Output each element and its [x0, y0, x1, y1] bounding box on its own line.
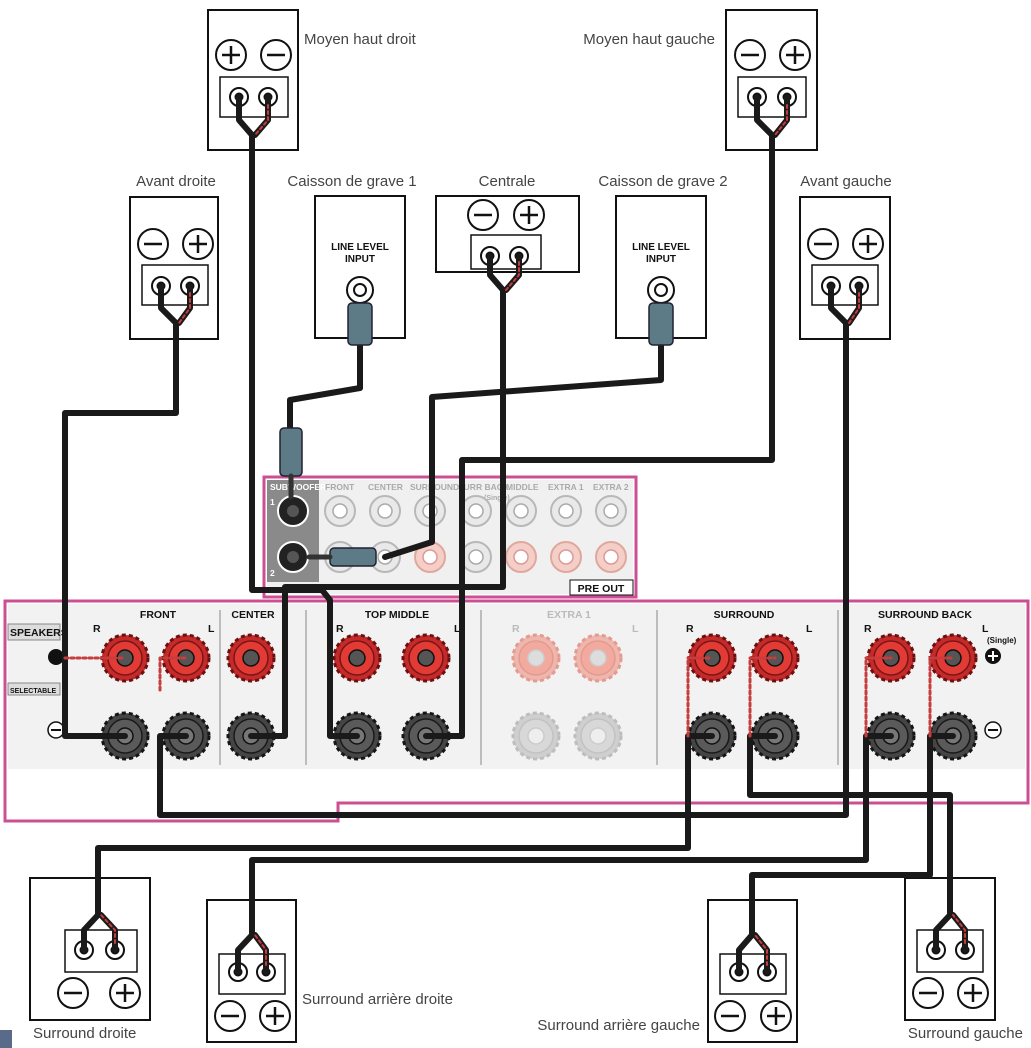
speaker-top-middle-left	[725, 9, 818, 151]
preout-surrback-label: SURR BACK	[458, 482, 510, 492]
front-r-label: R	[93, 623, 101, 635]
preout-subwoofer-label: SUBWOOFER	[270, 482, 326, 492]
sb-single-label: (Single)	[987, 636, 1017, 645]
section-surround-back: SURROUND BACK	[878, 609, 972, 621]
preout-single-label: (Single)	[484, 495, 510, 502]
section-center: CENTER	[231, 609, 275, 621]
label-front-right: Avant droite	[136, 173, 216, 190]
speakers-tag: SPEAKERS	[10, 627, 68, 639]
speaker-cables	[62, 94, 968, 975]
label-center: Centrale	[479, 173, 536, 190]
section-front: FRONT	[140, 609, 177, 621]
preout-extra2-label: EXTRA 2	[593, 482, 629, 492]
surr-l-label: L	[806, 623, 813, 635]
preout-sub-num-1: 1	[270, 497, 275, 507]
extra1-l-label: L	[632, 623, 639, 635]
selectable-tag: SELECTABLE	[10, 688, 56, 695]
tm-r-label: R	[336, 623, 344, 635]
sb-r-label: R	[864, 623, 872, 635]
preout-panel: SUBWOOFER FRONT CENTER SURROUND SURR BAC…	[262, 475, 638, 599]
tm-l-label: L	[454, 623, 461, 635]
front-l-label: L	[208, 623, 215, 635]
preout-title: PRE OUT	[578, 583, 625, 595]
speaker-surround-right	[29, 877, 151, 1021]
label-surround-back-left: Surround arrière gauche	[537, 1017, 700, 1034]
section-surround: SURROUND	[714, 609, 775, 621]
section-top-middle: TOP MIDDLE	[365, 609, 429, 621]
label-top-middle-right: Moyen haut droit	[304, 31, 417, 48]
sub2-input-line1: LINE LEVEL	[632, 242, 690, 253]
label-subwoofer-1: Caisson de grave 1	[287, 173, 416, 190]
preout-sub-num-2: 2	[270, 568, 275, 578]
extra1-r-label: R	[512, 623, 520, 635]
preout-extra1-label: EXTRA 1	[548, 482, 584, 492]
label-subwoofer-2: Caisson de grave 2	[598, 173, 727, 190]
sb-l-label: L	[982, 623, 989, 635]
preout-center-label: CENTER	[368, 482, 403, 492]
label-surround-left: Surround gauche	[908, 1025, 1023, 1042]
page-tab-marker	[0, 1030, 12, 1048]
label-front-left: Avant gauche	[800, 173, 891, 190]
label-surround-back-right: Surround arrière droite	[302, 991, 453, 1008]
speaker-center	[435, 195, 580, 273]
sub2-input-line2: INPUT	[646, 254, 676, 265]
speaker-terminal-panel: SPEAKERS SELECTABLE FRONT CENTER TOP MID…	[3, 599, 1030, 823]
speaker-surround-left	[904, 877, 996, 1021]
sub1-input-line2: INPUT	[345, 254, 375, 265]
speaker-front-right	[129, 196, 219, 340]
section-extra1: EXTRA 1	[547, 609, 591, 621]
surr-r-label: R	[686, 623, 694, 635]
sub1-input-line1: LINE LEVEL	[331, 242, 389, 253]
preout-front-label: FRONT	[325, 482, 355, 492]
label-surround-right: Surround droite	[33, 1025, 136, 1042]
preout-middle-label: MIDDLE	[506, 482, 539, 492]
label-top-middle-left: Moyen haut gauche	[583, 31, 715, 48]
speaker-top-middle-right	[207, 9, 299, 151]
speaker-front-left	[799, 196, 891, 340]
